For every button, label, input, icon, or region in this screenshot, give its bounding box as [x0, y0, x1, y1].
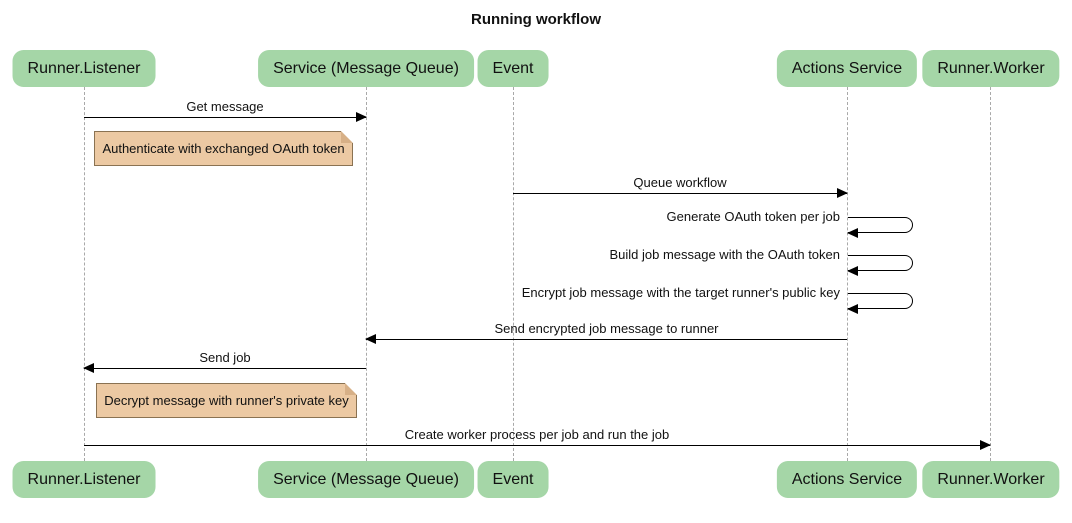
actor-top-runner-worker: Runner.Worker [922, 50, 1060, 87]
message-line-send-job [83, 363, 366, 373]
arrowhead-left-icon [847, 304, 858, 314]
lifeline-runner-worker [990, 87, 991, 461]
arrowhead-left-icon [365, 334, 376, 344]
message-label-get-message: Get message [186, 99, 264, 114]
message-line-get-message [84, 112, 367, 122]
note-text: Decrypt message with runner's private ke… [104, 393, 349, 408]
actor-bottom-runner-listener: Runner.Listener [12, 461, 156, 498]
diagram-title: Running workflow [471, 11, 601, 28]
note-authenticate-oauth: Authenticate with exchanged OAuth token [94, 131, 353, 166]
message-label-send-job: Send job [199, 350, 251, 365]
lifeline-service-message-queue [366, 87, 367, 461]
arrowhead-right-icon [837, 188, 848, 198]
actor-top-event: Event [477, 50, 549, 87]
message-label-encrypt-job-message: Encrypt job message with the target runn… [521, 285, 840, 300]
self-message-loop-generate-oauth-token [847, 217, 913, 238]
actor-bottom-event: Event [477, 461, 549, 498]
note-text: Authenticate with exchanged OAuth token [102, 141, 345, 156]
note-fold-icon [341, 131, 353, 143]
message-line-create-worker-process [84, 440, 991, 450]
arrowhead-left-icon [847, 228, 858, 238]
actor-bottom-actions-service: Actions Service [776, 461, 918, 498]
note-fold-icon [345, 383, 357, 395]
message-label-queue-workflow: Queue workflow [633, 175, 727, 190]
note-decrypt-message: Decrypt message with runner's private ke… [96, 383, 357, 418]
message-label-build-job-message: Build job message with the OAuth token [609, 247, 840, 262]
actor-bottom-service-message-queue: Service (Message Queue) [258, 461, 474, 498]
actor-top-service-message-queue: Service (Message Queue) [258, 50, 474, 87]
self-message-loop-encrypt-job-message [847, 293, 913, 314]
arrowhead-right-icon [356, 112, 367, 122]
lifeline-runner-listener [84, 87, 85, 461]
lifeline-event [513, 87, 514, 461]
message-label-create-worker-process: Create worker process per job and run th… [404, 427, 670, 442]
actor-top-actions-service: Actions Service [776, 50, 918, 87]
arrowhead-right-icon [980, 440, 991, 450]
message-line-queue-workflow [513, 188, 848, 198]
self-message-loop-build-job-message [847, 255, 913, 276]
actor-bottom-runner-worker: Runner.Worker [922, 461, 1060, 498]
message-label-send-encrypted-job-message: Send encrypted job message to runner [494, 321, 719, 336]
message-line-send-encrypted-job-message [365, 334, 847, 344]
actor-top-runner-listener: Runner.Listener [12, 50, 156, 87]
message-label-generate-oauth-token: Generate OAuth token per job [666, 209, 840, 224]
arrowhead-left-icon [847, 266, 858, 276]
arrowhead-left-icon [83, 363, 94, 373]
